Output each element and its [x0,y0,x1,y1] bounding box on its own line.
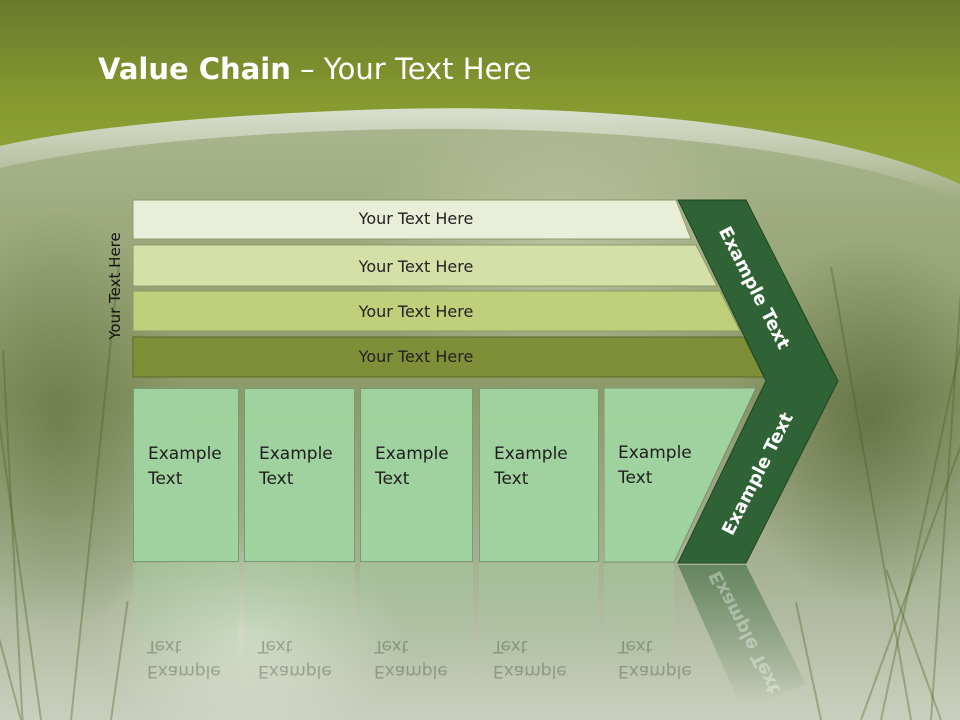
page-title: Value Chain – Your Text Here [98,52,532,86]
activity-box-5-line1: Example [618,443,692,463]
title-rest: – Your Text Here [290,52,532,86]
activity-box-4[interactable]: Example Text [479,388,599,562]
value-bar-1-label: Your Text Here [358,209,474,228]
activity-box-1-line2: Text [148,469,183,489]
activity-box-1-line1: Example [148,444,222,464]
activity-box-4-line2: Text [494,469,529,489]
title-bold: Value Chain [98,52,291,86]
value-bar-1[interactable] [132,199,692,240]
activity-box-3-line1: Example [375,444,449,464]
activity-box-4-line1: Example [494,444,568,464]
activity-box-3-line2: Text [375,469,410,489]
chevron-arrow[interactable] [677,199,839,564]
activity-box-2-line2: Text [259,469,294,489]
activity-box-5-shape [604,388,757,563]
value-bar-3[interactable] [132,290,741,332]
value-bar-2-label: Your Text Here [358,257,474,276]
activity-box-2[interactable]: Example Text [244,388,355,562]
activity-box-5[interactable]: Example Text [604,388,692,562]
activity-box-2-line1: Example [259,444,333,464]
value-bar-2[interactable] [132,244,718,287]
header-band [0,0,960,200]
chevron-reflection [678,565,806,700]
activity-box-1[interactable]: Example Text [133,388,239,562]
activity-box-5-line2: Text [618,468,653,488]
value-bar-3-label: Your Text Here [358,302,474,321]
value-bar-4-label: Your Text Here [358,347,474,366]
activity-box-3[interactable]: Example Text [360,388,473,562]
